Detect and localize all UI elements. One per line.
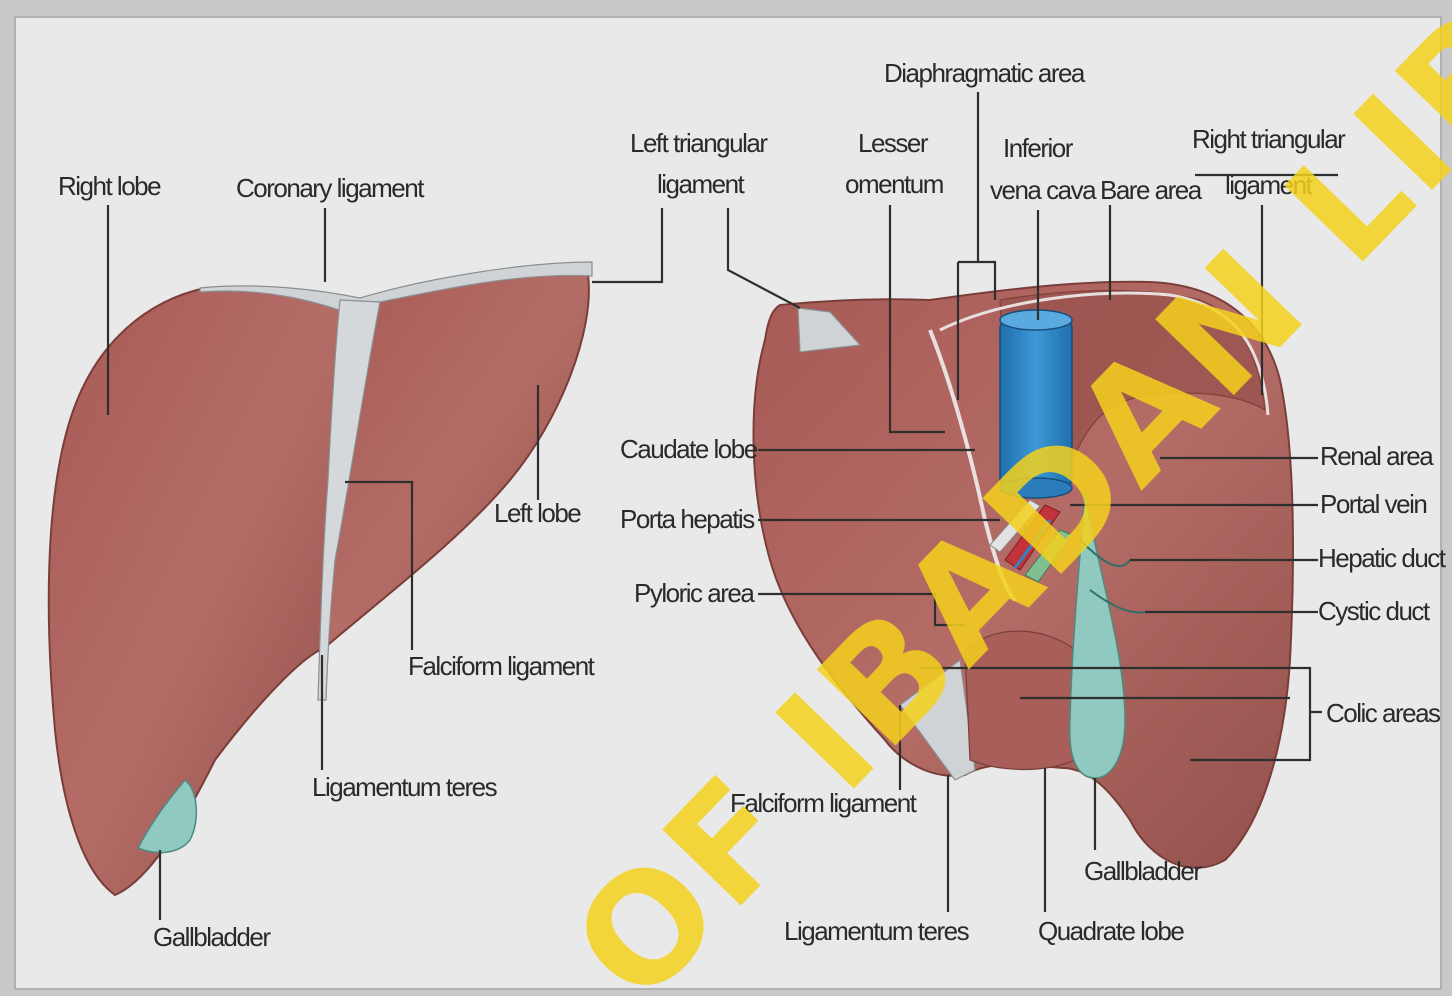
- label-falciform-ligament-anterior: Falciform ligament: [408, 651, 596, 681]
- label-hepatic-duct: Hepatic duct: [1318, 543, 1447, 573]
- anterior-right-lobe: [49, 287, 345, 895]
- label-lesser-omentum-2: omentum: [845, 169, 943, 199]
- label-bare-area: Bare area: [1100, 175, 1203, 205]
- label-coronary-ligament: Coronary ligament: [236, 173, 425, 203]
- label-left-lobe: Left lobe: [494, 498, 581, 528]
- label-gallbladder-anterior: Gallbladder: [153, 922, 271, 952]
- label-ligamentum-teres-posterior: Ligamentum teres: [784, 916, 970, 946]
- label-gallbladder-posterior: Gallbladder: [1084, 856, 1202, 886]
- label-quadrate-lobe: Quadrate lobe: [1038, 916, 1184, 946]
- label-pyloric-area: Pyloric area: [634, 578, 755, 608]
- label-lesser-omentum-1: Lesser: [858, 128, 929, 158]
- label-renal-area: Renal area: [1320, 441, 1434, 471]
- label-left-triangular-ligament-2: ligament: [657, 169, 746, 199]
- label-right-lobe: Right lobe: [58, 171, 161, 201]
- label-ligamentum-teres-anterior: Ligamentum teres: [312, 772, 498, 802]
- label-diaphragmatic-area: Diaphragmatic area: [884, 58, 1086, 88]
- label-cystic-duct: Cystic duct: [1318, 596, 1431, 626]
- label-left-triangular-ligament-1: Left triangular: [630, 128, 768, 158]
- label-porta-hepatis: Porta hepatis: [620, 504, 755, 534]
- label-inferior-vena-cava-2: vena cava: [990, 175, 1097, 205]
- label-inferior-vena-cava-1: Inferior: [1003, 133, 1074, 163]
- label-colic-areas: Colic areas: [1326, 698, 1441, 728]
- label-caudate-lobe: Caudate lobe: [620, 434, 758, 464]
- label-portal-vein: Portal vein: [1320, 489, 1426, 519]
